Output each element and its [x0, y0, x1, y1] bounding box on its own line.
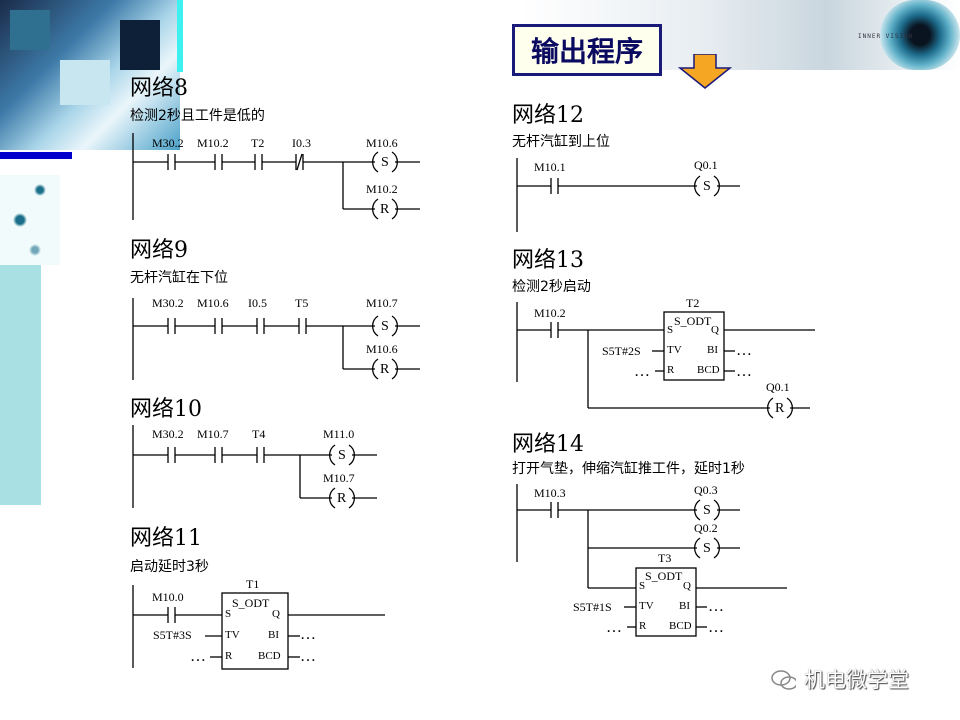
n13-timer-label: T2 — [686, 296, 700, 310]
n14-bcd-ellipsis: … — [708, 619, 724, 636]
network-13-desc: 检测2秒启动 — [512, 279, 591, 295]
n13-pin-tv: TV — [667, 344, 682, 356]
n14-pin-r: R — [639, 620, 647, 632]
network-9-title: 网络9 — [130, 238, 188, 263]
n13-pin-r: R — [667, 364, 675, 376]
n11-timer-type: S_ODT — [232, 596, 270, 610]
n11-pin-q: Q — [272, 608, 280, 620]
n13-pin-bcd: BCD — [697, 364, 720, 376]
n11-r-ellipsis: … — [190, 648, 206, 665]
n14-timer-type: S_ODT — [645, 569, 683, 583]
network-11-desc: 启动延时3秒 — [130, 559, 209, 575]
n11-pin-r: R — [225, 650, 233, 662]
network-8-title: 网络8 — [130, 76, 188, 101]
n13-bi-ellipsis: … — [736, 342, 752, 359]
n13-r-ellipsis: … — [634, 363, 650, 380]
network-12-desc: 无杆汽缸到上位 — [512, 134, 610, 150]
n11-pin-s: S — [225, 608, 232, 620]
n13-pin-s: S — [667, 324, 674, 336]
n14-preset-label: S5T#1S — [573, 600, 612, 614]
n10-coil-set-letter: S — [338, 448, 346, 463]
n13-timer-type: S_ODT — [674, 314, 712, 328]
n10-contact-2-label: M10.7 — [197, 427, 229, 441]
n10-contact-1-label: M30.2 — [152, 427, 184, 441]
n8-contact-2-label: M10.2 — [197, 136, 229, 150]
n8-coil-set-label: M10.6 — [366, 136, 398, 150]
logo-text: INNER VISION — [858, 33, 914, 40]
n13-contact-label: M10.2 — [534, 306, 566, 320]
n8-contact-3-label: T2 — [251, 136, 265, 150]
n11-pin-tv: TV — [225, 629, 240, 641]
network-10-title: 网络10 — [130, 397, 202, 422]
wechat-icon — [771, 670, 796, 690]
decorative-bar-blue — [0, 152, 72, 159]
decorative-photo — [0, 0, 180, 150]
n13-bcd-ellipsis: … — [736, 363, 752, 380]
n11-bi-ellipsis: … — [300, 626, 316, 643]
n9-coil-reset-label: M10.6 — [366, 342, 398, 356]
decorative-stars — [0, 175, 60, 265]
n13-preset-label: S5T#2S — [602, 344, 641, 358]
network-14-desc: 打开气垫，伸缩汽缸推工件，延时1秒 — [512, 461, 745, 477]
n14-pin-s: S — [639, 580, 646, 592]
n8-contact-1-label: M30.2 — [152, 136, 184, 150]
n13-pin-bi: BI — [707, 344, 718, 356]
section-title: 输出程序 — [512, 24, 662, 76]
eye-logo-icon — [880, 0, 960, 70]
n14-coil-set-2-letter: S — [703, 541, 711, 556]
n9-contact-1-label: M30.2 — [152, 296, 184, 310]
n14-coil-set-2-label: Q0.2 — [694, 521, 718, 535]
n14-contact-label: M10.3 — [534, 486, 566, 500]
network-8-desc: 检测2秒且工件是低的 — [130, 108, 265, 124]
n14-pin-q: Q — [683, 580, 691, 592]
n11-timer-label: T1 — [246, 577, 260, 591]
n14-coil-set-1-label: Q0.3 — [694, 483, 718, 497]
n11-contact-label: M10.0 — [152, 590, 184, 604]
n14-coil-set-1-letter: S — [703, 503, 711, 518]
network-14-title: 网络14 — [512, 432, 584, 457]
n14-pin-tv: TV — [639, 600, 654, 612]
n14-bi-ellipsis: … — [708, 598, 724, 615]
n9-coil-reset-letter: R — [380, 362, 390, 377]
n14-pin-bi: BI — [679, 600, 690, 612]
n13-coil-reset-label: Q0.1 — [766, 380, 790, 394]
watermark-text: 机电微学堂 — [804, 668, 909, 692]
n8-coil-set-letter: S — [381, 155, 389, 170]
n11-pin-bcd: BCD — [258, 650, 281, 662]
network-11-title: 网络11 — [130, 526, 202, 551]
n12-coil-set-letter: S — [703, 179, 711, 194]
n9-contact-4-label: T5 — [295, 296, 309, 310]
n10-coil-reset-letter: R — [337, 491, 347, 506]
decorative-teal-strip — [0, 265, 41, 505]
n11-preset-label: S5T#3S — [153, 628, 192, 642]
n9-coil-set-letter: S — [381, 319, 389, 334]
n12-contact-label: M10.1 — [534, 160, 566, 174]
n9-coil-set-label: M10.7 — [366, 296, 398, 310]
n11-pin-bi: BI — [268, 629, 279, 641]
n8-coil-reset-label: M10.2 — [366, 182, 398, 196]
n14-pin-bcd: BCD — [669, 620, 692, 632]
network-13-title: 网络13 — [512, 248, 584, 273]
n9-contact-3-label: I0.5 — [248, 296, 267, 310]
network-12-title: 网络12 — [512, 103, 584, 128]
network-9-desc: 无杆汽缸在下位 — [130, 270, 228, 286]
n9-contact-2-label: M10.6 — [197, 296, 229, 310]
n8-coil-reset-letter: R — [380, 202, 390, 217]
n10-coil-reset-label: M10.7 — [323, 471, 355, 485]
n10-contact-3-label: T4 — [252, 427, 266, 441]
n8-contact-4-label: I0.3 — [292, 136, 311, 150]
n13-pin-q: Q — [711, 324, 719, 336]
n14-r-ellipsis: … — [606, 619, 622, 636]
n13-coil-reset-letter: R — [775, 401, 785, 416]
n10-coil-set-label: M11.0 — [323, 427, 355, 441]
n14-timer-label: T3 — [658, 551, 672, 565]
n12-coil-set-label: Q0.1 — [694, 158, 718, 172]
decorative-bar-cyan — [177, 0, 183, 72]
n11-bcd-ellipsis: … — [300, 648, 316, 665]
arrow-down-icon — [678, 54, 732, 89]
